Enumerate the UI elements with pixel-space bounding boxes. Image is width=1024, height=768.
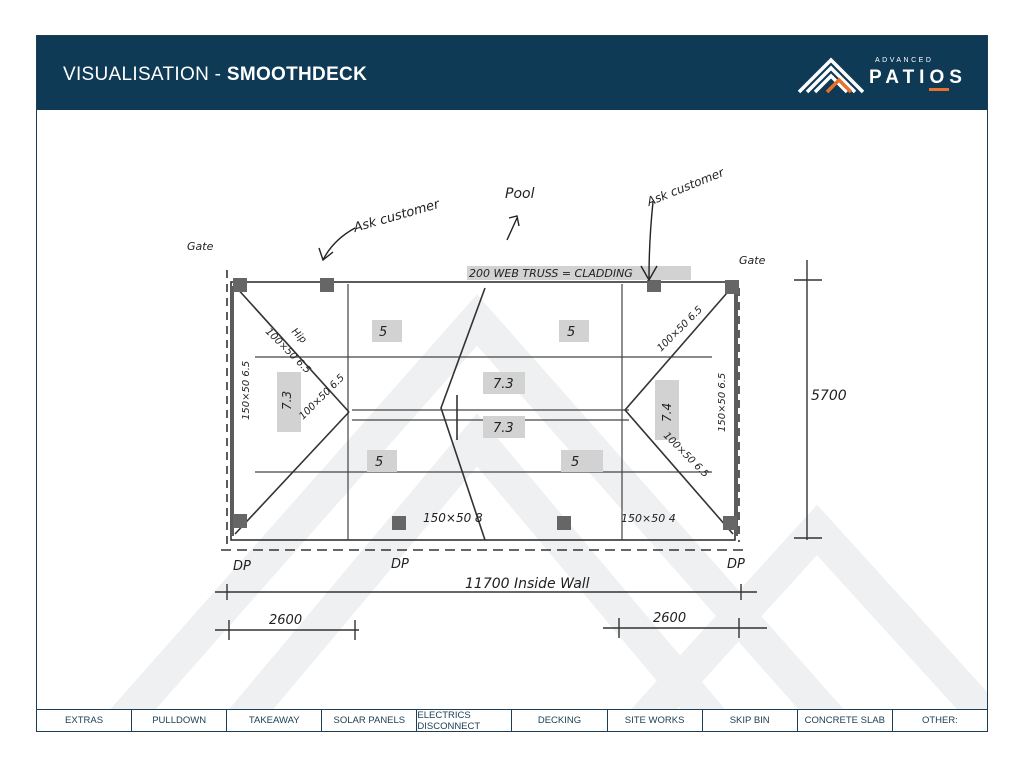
hip-lower-left-label: 100×50 6.5: [297, 372, 347, 422]
bay-label-d: 5: [571, 455, 579, 470]
header-bar: VISUALISATION - SMOOTHDECK ADVANCED PATI…: [37, 36, 987, 110]
footer-item-takeaway[interactable]: TAKEAWAY: [227, 710, 323, 731]
posts: [233, 278, 739, 530]
footer-item-other[interactable]: OTHER:: [892, 710, 987, 731]
side-left-label: 7.3: [280, 391, 294, 410]
footer-item-skip-bin[interactable]: SKIP BIN: [702, 710, 798, 731]
logo-part-a: PATI: [869, 67, 930, 88]
footer-item-site-works[interactable]: SITE WORKS: [607, 710, 703, 731]
sketch-area: Ask customer Pool Ask customer Gate Gate…: [37, 110, 987, 709]
logo-chevron-icon: [797, 57, 865, 94]
deck-outline: [221, 270, 749, 551]
hip-lines: [234, 285, 734, 541]
footer-item-electrics-disconnect[interactable]: ELECTRICS DISCONNECT: [417, 710, 513, 732]
page-frame: VISUALISATION - SMOOTHDECK ADVANCED PATI…: [36, 35, 988, 732]
footer-item-decking[interactable]: DECKING: [512, 710, 608, 731]
beam-bottom-right-label: 150×50 4: [621, 512, 676, 525]
ridge-lower-label: 7.3: [493, 421, 514, 436]
beam-right-side-label: 150×50 6.5: [717, 373, 728, 432]
side-right-label: 7.4: [660, 403, 674, 422]
dp-left-label: DP: [233, 559, 251, 574]
dp-mid-label: DP: [391, 557, 409, 572]
dim-right-label: 2600: [653, 611, 686, 626]
dim-height-label: 5700: [811, 388, 847, 404]
footer-item-extras[interactable]: EXTRAS: [37, 710, 133, 731]
width-dimensions: [215, 584, 767, 640]
bay-label-c: 5: [375, 455, 383, 470]
logo-subtitle: ADVANCED: [875, 57, 934, 64]
bay-label-b: 5: [567, 325, 575, 340]
bay-label-a: 5: [379, 325, 387, 340]
logo-wordmark: PATIOS: [869, 67, 967, 91]
company-logo: ADVANCED PATIOS: [797, 50, 967, 100]
footer-item-solar-panels[interactable]: SOLAR PANELS: [322, 710, 418, 731]
ask-customer-left-label: Ask customer: [351, 197, 443, 237]
dim-left-label: 2600: [269, 613, 302, 628]
height-dimension: [794, 260, 822, 540]
site-sketch: Ask customer Pool Ask customer Gate Gate…: [110, 165, 987, 709]
dim-width-label: 11700 Inside Wall: [465, 576, 590, 592]
highlights: [277, 266, 691, 472]
ask-customer-right-label: Ask customer: [644, 165, 727, 209]
gate-left-label: Gate: [187, 240, 214, 253]
beam-left-side-label: 150×50 6.5: [241, 361, 252, 420]
ridge-upper-label: 7.3: [493, 377, 514, 392]
options-footer: EXTRAS PULLDOWN TAKEAWAY SOLAR PANELS EL…: [37, 709, 987, 732]
gate-right-label: Gate: [739, 254, 766, 267]
pool-label: Pool: [505, 186, 535, 202]
title-prefix: VISUALISATION -: [63, 64, 227, 85]
annotation-arrows: [318, 201, 658, 282]
truss-label: 200 WEB TRUSS = CLADDING: [469, 267, 633, 280]
page-title: VISUALISATION - SMOOTHDECK: [63, 64, 367, 86]
footer-item-concrete-slab[interactable]: CONCRETE SLAB: [797, 710, 893, 731]
dp-right-label: DP: [727, 557, 745, 572]
footer-item-pulldown[interactable]: PULLDOWN: [132, 710, 228, 731]
logo-part-b: S: [949, 67, 967, 88]
logo-part-o: O: [929, 67, 950, 91]
hip-tag-label: Hip: [289, 326, 309, 346]
title-product: SMOOTHDECK: [226, 64, 368, 85]
watermark-chevrons: [110, 294, 987, 709]
beam-bottom-mid-label: 150×50 8: [423, 511, 483, 525]
